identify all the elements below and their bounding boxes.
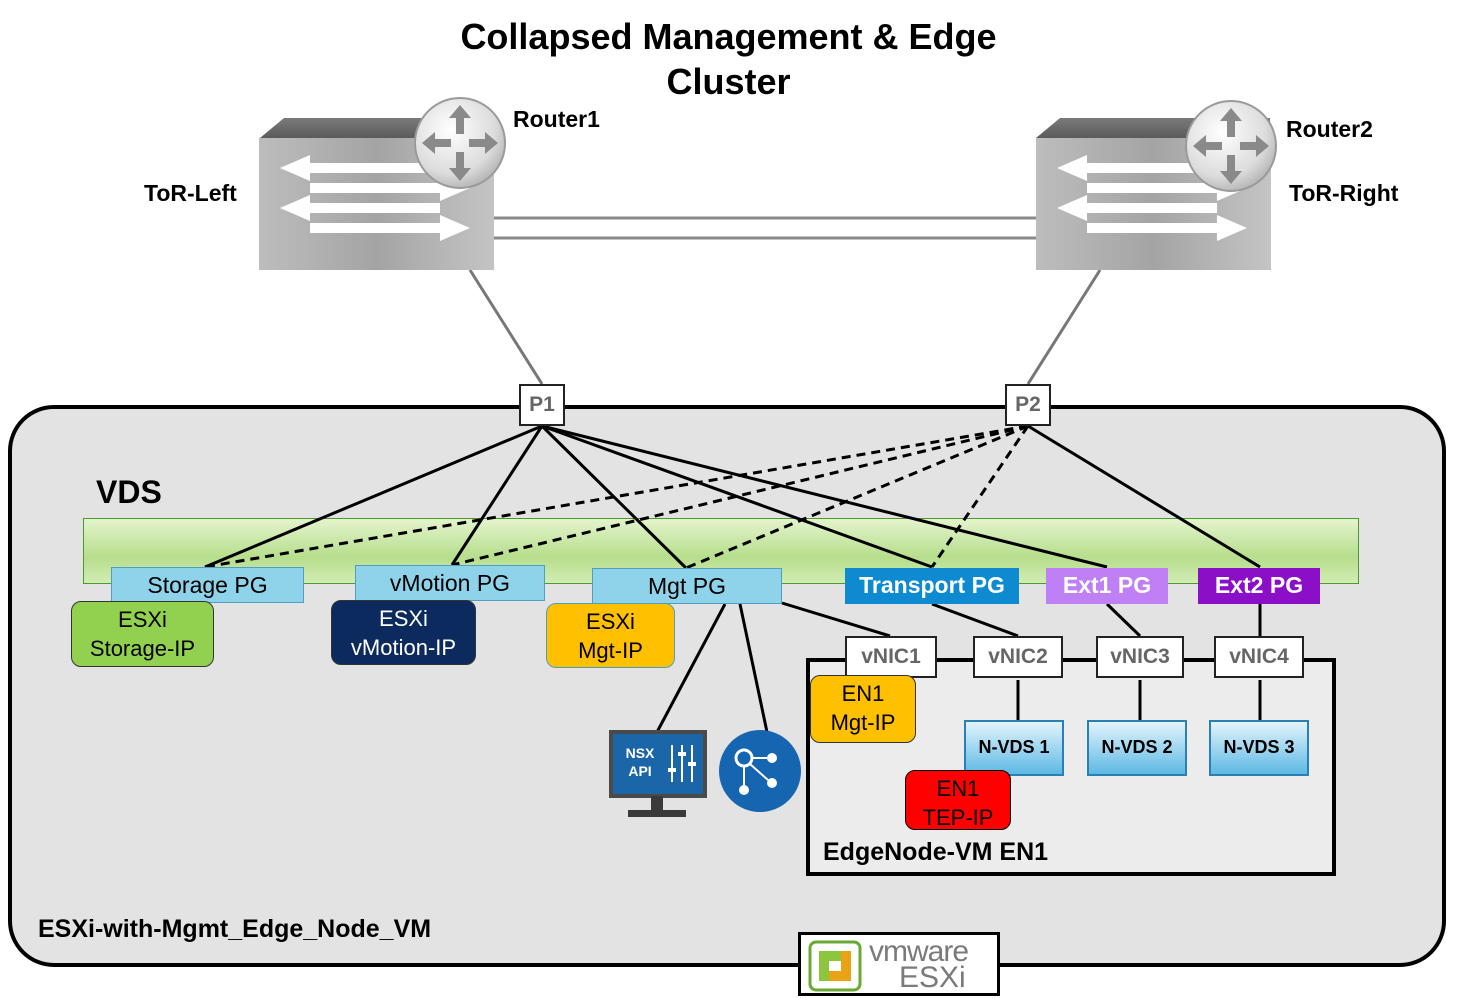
vnic4: vNIC4 (1214, 636, 1304, 678)
vnic1: vNIC1 (845, 636, 937, 678)
nvds-2: N-VDS 2 (1087, 720, 1187, 776)
ext1-pg: Ext1 PG (1046, 568, 1168, 604)
nvds-3: N-VDS 3 (1209, 720, 1309, 776)
nsx-api-monitor-icon (609, 730, 707, 817)
router2-label: Router2 (1286, 116, 1373, 142)
nsx-api-text-1: NSX (626, 745, 655, 761)
esxi-storage-ip-line1: ESXi (118, 607, 167, 632)
en1-mgt-ip-line2: Mgt-IP (830, 710, 896, 735)
diagram-title: Collapsed Management & Edge Cluster (0, 14, 1457, 104)
vmware-esxi-logo-icon: vmware ESXi (798, 932, 1000, 996)
vnic3: vNIC3 (1096, 636, 1184, 678)
esxi-mgt-ip-line1: ESXi (586, 609, 635, 634)
esxi-vmotion-ip: ESXi vMotion-IP (331, 600, 476, 665)
host-label: ESXi-with-Mgmt_Edge_Node_VM (38, 915, 432, 943)
storage-pg: Storage PG (111, 567, 304, 603)
nsx-api-text-2: API (628, 763, 651, 779)
mgt-pg: Mgt PG (592, 568, 782, 604)
esxi-vmotion-ip-line2: vMotion-IP (350, 635, 457, 660)
edge-node-label: EdgeNode-VM EN1 (823, 838, 1049, 866)
en1-tep-ip-line1: EN1 (936, 776, 980, 801)
router-icon (1185, 100, 1277, 192)
vnic2: vNIC2 (973, 636, 1063, 678)
vmotion-pg: vMotion PG (355, 565, 545, 601)
port-p1: P1 (519, 384, 565, 426)
router-icon (414, 97, 506, 189)
nvds-1: N-VDS 1 (964, 720, 1064, 776)
esxi-vmotion-ip-line1: ESXi (379, 606, 428, 631)
tor-right-label: ToR-Right (1289, 180, 1399, 206)
en1-tep-ip-line2: TEP-IP (922, 805, 994, 830)
vmware-brand-text: vmware (869, 935, 969, 968)
en1-mgt-ip-line1: EN1 (841, 681, 885, 706)
esxi-storage-ip: ESXi Storage-IP (71, 601, 214, 667)
tor-left-label: ToR-Left (144, 180, 237, 206)
en1-mgt-ip: EN1 Mgt-IP (810, 675, 916, 743)
title-line-1: Collapsed Management & Edge (460, 16, 997, 57)
router1-label: Router1 (513, 106, 600, 132)
esxi-mgt-ip: ESXi Mgt-IP (546, 603, 675, 668)
port-p2: P2 (1005, 384, 1051, 426)
vmware-product-text: ESXi (899, 961, 966, 994)
nsx-controller-icon (719, 730, 801, 812)
ext2-pg: Ext2 PG (1198, 568, 1320, 604)
esxi-storage-ip-line2: Storage-IP (89, 636, 196, 661)
title-line-2: Cluster (666, 61, 791, 102)
transport-pg: Transport PG (845, 568, 1019, 604)
vds-label: VDS (96, 474, 162, 510)
en1-tep-ip: EN1 TEP-IP (905, 770, 1011, 830)
esxi-mgt-ip-line2: Mgt-IP (578, 638, 643, 663)
